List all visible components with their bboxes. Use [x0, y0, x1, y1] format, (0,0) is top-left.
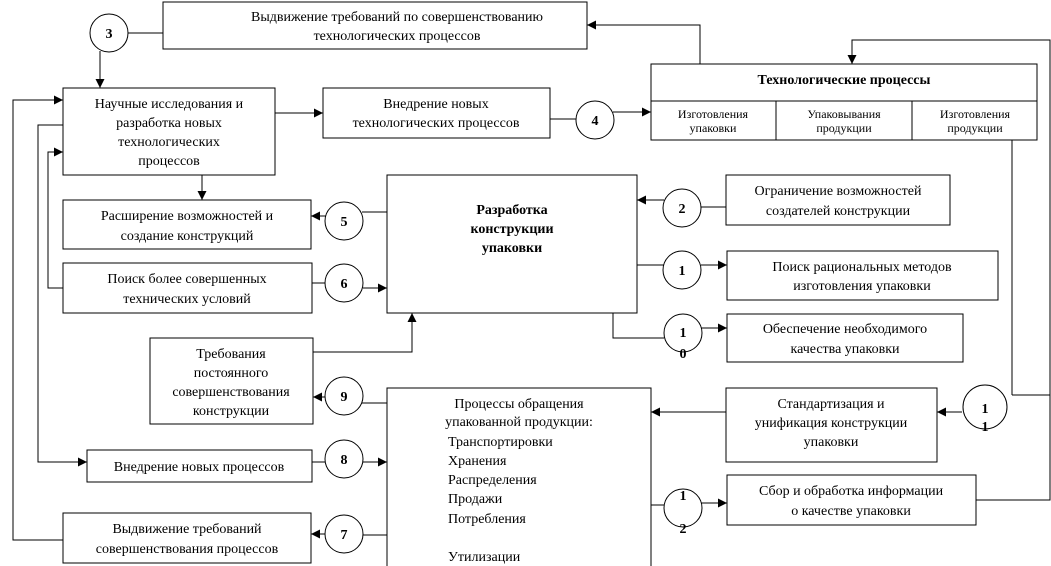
box-line: совершенствования	[172, 385, 290, 400]
tech-col-3-line: Изготовления	[940, 107, 1011, 121]
limit-capabilities-box: Ограничение возможностей создателей конс…	[725, 174, 951, 226]
box-line: процессов	[138, 154, 200, 169]
box-line: Внедрение новых процессов	[114, 460, 285, 475]
box-line: Разработка	[476, 203, 547, 218]
circle-label: 1	[680, 326, 687, 341]
tech-col-1-line: упаковки	[690, 121, 737, 135]
technological-processes-box: Технологические процессы Изготовления уп…	[650, 63, 1038, 141]
circulation-item: Потребления	[448, 512, 526, 527]
conn-search-loop-research	[47, 147, 63, 289]
box-line: создателей конструкции	[766, 204, 911, 219]
node-circle-5: 5	[324, 201, 364, 241]
node-circle-2: 2	[662, 188, 702, 228]
box-line: технологических процессов	[353, 116, 520, 131]
research-development-box: Научные исследования и разработка новых …	[62, 87, 276, 176]
box-line: Стандартизация и	[777, 397, 885, 412]
ensure-quality-box: Обеспечение необходимого качества упаков…	[726, 313, 964, 363]
box-line: конструкции	[470, 222, 553, 237]
introduce-tech-processes-box: Внедрение новых технологических процессо…	[322, 87, 551, 139]
box-line: Внедрение новых	[383, 97, 488, 112]
tech-col-2-line: Упаковывания	[807, 107, 881, 121]
node-circle-4: 4	[575, 100, 615, 140]
node-circle-3: 3	[89, 13, 129, 53]
conn-collect-loop	[976, 395, 1051, 501]
node-circle-1: 1	[662, 250, 702, 290]
circle-label: 1	[680, 489, 687, 504]
box-line: унификация конструкции	[755, 416, 908, 431]
box-line: конструкции	[193, 404, 270, 419]
box-line: создание конструкций	[121, 229, 254, 244]
circulation-item: Продажи	[448, 492, 503, 507]
box-line: технологических процессов	[314, 29, 481, 44]
requirements-process-improvement-box: Выдвижение требований совершенствования …	[62, 512, 312, 564]
circle-label: 1	[982, 402, 989, 417]
collect-quality-info-box: Сбор и обработка информации о качестве у…	[726, 474, 977, 526]
box-line: Поиск более совершенных	[107, 272, 266, 287]
conn-design-c10	[612, 313, 664, 339]
node-circle-7: 7	[324, 514, 364, 554]
circle-label-2: 0	[680, 347, 687, 362]
conn-constimpr-design	[313, 313, 417, 353]
circulation-item: Утилизации	[448, 550, 521, 565]
circulation-item: Распределения	[448, 473, 537, 488]
standardization-box: Стандартизация и унификация конструкции …	[725, 387, 938, 463]
tech-processes-title: Технологические процессы	[758, 73, 931, 88]
box-line: совершенствования процессов	[96, 542, 279, 557]
box-line: Расширение возможностей и	[101, 209, 274, 224]
search-methods-box: Поиск рациональных методов изготовления …	[726, 250, 999, 301]
node-circle-8: 8	[324, 439, 364, 479]
box-line: Обеспечение необходимого	[763, 322, 927, 337]
circulation-item: Транспортировки	[448, 435, 553, 450]
requirements-tech-improvement-box: Выдвижение требований по совершенствован…	[162, 1, 588, 50]
conn-right-loop-tech	[847, 39, 1051, 396]
circle-label: 8	[341, 453, 348, 468]
circle-label: 5	[341, 215, 348, 230]
circle-label: 7	[341, 528, 348, 543]
tech-col-1-line: Изготовления	[678, 107, 749, 121]
circulation-item: Хранения	[448, 454, 507, 469]
circle-label: 1	[679, 264, 686, 279]
box-line: Научные исследования и	[95, 97, 244, 112]
introduce-new-processes-box: Внедрение новых процессов	[86, 449, 313, 483]
conn-outer-loop-research	[12, 95, 63, 541]
conn-left-loop-intro	[37, 124, 87, 467]
circle-label-2: 2	[680, 522, 687, 537]
box-line: технических условий	[123, 292, 251, 307]
box-line: упаковки	[804, 435, 859, 450]
box-line: Ограничение возможностей	[755, 184, 922, 199]
constant-improvement-box: Требования постоянного совершенствования…	[149, 337, 314, 425]
box-line: Выдвижение требований	[112, 522, 262, 537]
expand-capabilities-box: Расширение возможностей и создание конст…	[62, 199, 312, 250]
node-circle-6: 6	[324, 263, 364, 303]
box-line: изготовления упаковки	[793, 279, 931, 294]
node-circle-12: 1 2	[663, 488, 703, 537]
box-line: разработка новых	[116, 116, 222, 131]
box-line: Требования	[196, 347, 266, 362]
box-line: Поиск рациональных методов	[772, 260, 952, 275]
box-line: Выдвижение требований по совершенствован…	[251, 10, 543, 25]
circle-label: 9	[341, 390, 348, 405]
package-design-box: Разработка конструкции упаковки	[386, 174, 638, 314]
node-circle-11: 1 1	[962, 384, 1008, 435]
box-line: о качестве упаковки	[791, 504, 911, 519]
tech-col-3-line: продукции	[947, 121, 1003, 135]
node-circle-10: 1 0	[663, 313, 703, 362]
conn-tech-top	[587, 20, 701, 64]
tech-col-2-line: продукции	[816, 121, 872, 135]
circle-label-2: 1	[982, 420, 989, 435]
box-line: Сбор и обработка информации	[759, 484, 944, 499]
box-line: технологических	[118, 135, 220, 150]
box-line: упакованной продукции:	[445, 415, 593, 430]
node-circle-9: 9	[324, 376, 364, 416]
box-line: Процессы обращения	[454, 397, 584, 412]
circle-label: 4	[592, 114, 599, 129]
product-circulation-box: Процессы обращения упакованной продукции…	[386, 387, 652, 566]
circle-label: 2	[679, 202, 686, 217]
search-tech-conditions-box: Поиск более совершенных технических усло…	[62, 262, 313, 314]
circle-label: 3	[106, 27, 113, 42]
box-line: упаковки	[482, 241, 542, 256]
circle-label: 6	[341, 277, 348, 292]
box-line: постоянного	[194, 366, 269, 381]
box-line: качества упаковки	[790, 342, 900, 357]
